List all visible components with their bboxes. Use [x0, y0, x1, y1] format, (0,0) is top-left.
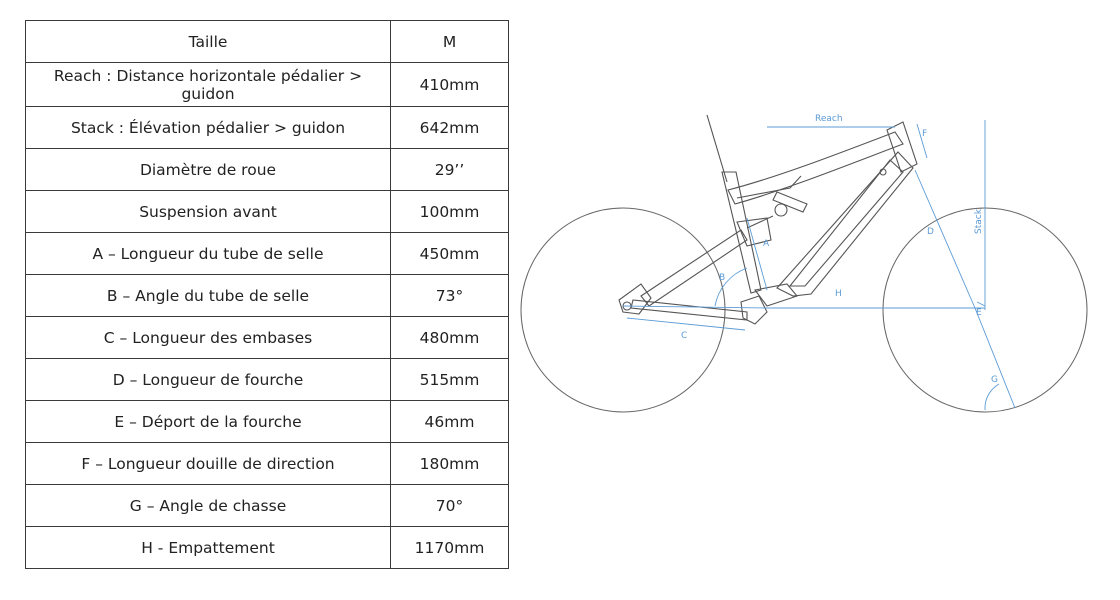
table-row: F – Longueur douille de direction 180mm: [25, 442, 509, 485]
f-label: F: [922, 129, 927, 139]
rear-wheel: [520, 207, 726, 413]
d-label: D: [927, 227, 934, 237]
row-label: B – Angle du tube de selle: [25, 274, 391, 317]
table-row: Diamètre de roue 29’’: [25, 148, 509, 191]
row-label: C – Longueur des embases: [25, 316, 391, 359]
bike-frame: [618, 114, 918, 325]
table-header-row: Taille M: [25, 20, 509, 63]
table-row: G – Angle de chasse 70°: [25, 484, 509, 527]
reach-label: Reach: [815, 114, 843, 124]
row-label: Stack : Élévation pédalier > guidon: [25, 106, 391, 149]
row-value: 450mm: [390, 232, 509, 275]
row-value: 100mm: [390, 190, 509, 233]
row-label: E – Déport de la fourche: [25, 400, 391, 443]
h-label: H: [835, 289, 842, 299]
b-label: B: [719, 273, 725, 283]
row-value: 642mm: [390, 106, 509, 149]
table-row: Reach : Distance horizontale pédalier > …: [25, 62, 509, 107]
row-label: D – Longueur de fourche: [25, 358, 391, 401]
row-label: F – Longueur douille de direction: [25, 442, 391, 485]
row-label: G – Angle de chasse: [25, 484, 391, 527]
table-row: Stack : Élévation pédalier > guidon 642m…: [25, 106, 509, 149]
row-label: Suspension avant: [25, 190, 391, 233]
table-row: C – Longueur des embases 480mm: [25, 316, 509, 359]
table-row: A – Longueur du tube de selle 450mm: [25, 232, 509, 275]
table-row: B – Angle du tube de selle 73°: [25, 274, 509, 317]
row-value: 180mm: [390, 442, 509, 485]
row-label: Diamètre de roue: [25, 148, 391, 191]
row-value: 70°: [390, 484, 509, 527]
bike-geometry-diagram: Reach Stack F D E H A B C G: [520, 114, 1088, 413]
row-label: H - Empattement: [25, 526, 391, 569]
row-value: 73°: [390, 274, 509, 317]
table-row: Suspension avant 100mm: [25, 190, 509, 233]
row-value: 29’’: [390, 148, 509, 191]
table-row: H - Empattement 1170mm: [25, 526, 509, 569]
g-label: G: [991, 375, 998, 385]
dimension-lines: [622, 120, 1016, 411]
table-row: E – Déport de la fourche 46mm: [25, 400, 509, 443]
header-value-cell: M: [390, 20, 509, 63]
row-value: 515mm: [390, 358, 509, 401]
c-label: C: [681, 331, 687, 341]
a-label: A: [763, 239, 770, 249]
row-value: 46mm: [390, 400, 509, 443]
geometry-table: Taille M Reach : Distance horizontale pé…: [25, 20, 509, 569]
stack-label: Stack: [974, 208, 984, 234]
row-label: Reach : Distance horizontale pédalier > …: [25, 62, 391, 107]
header-label-cell: Taille: [25, 20, 391, 63]
row-value: 410mm: [390, 62, 509, 107]
table-row: D – Longueur de fourche 515mm: [25, 358, 509, 401]
row-label: A – Longueur du tube de selle: [25, 232, 391, 275]
e-label: E: [976, 308, 982, 318]
row-value: 1170mm: [390, 526, 509, 569]
row-value: 480mm: [390, 316, 509, 359]
